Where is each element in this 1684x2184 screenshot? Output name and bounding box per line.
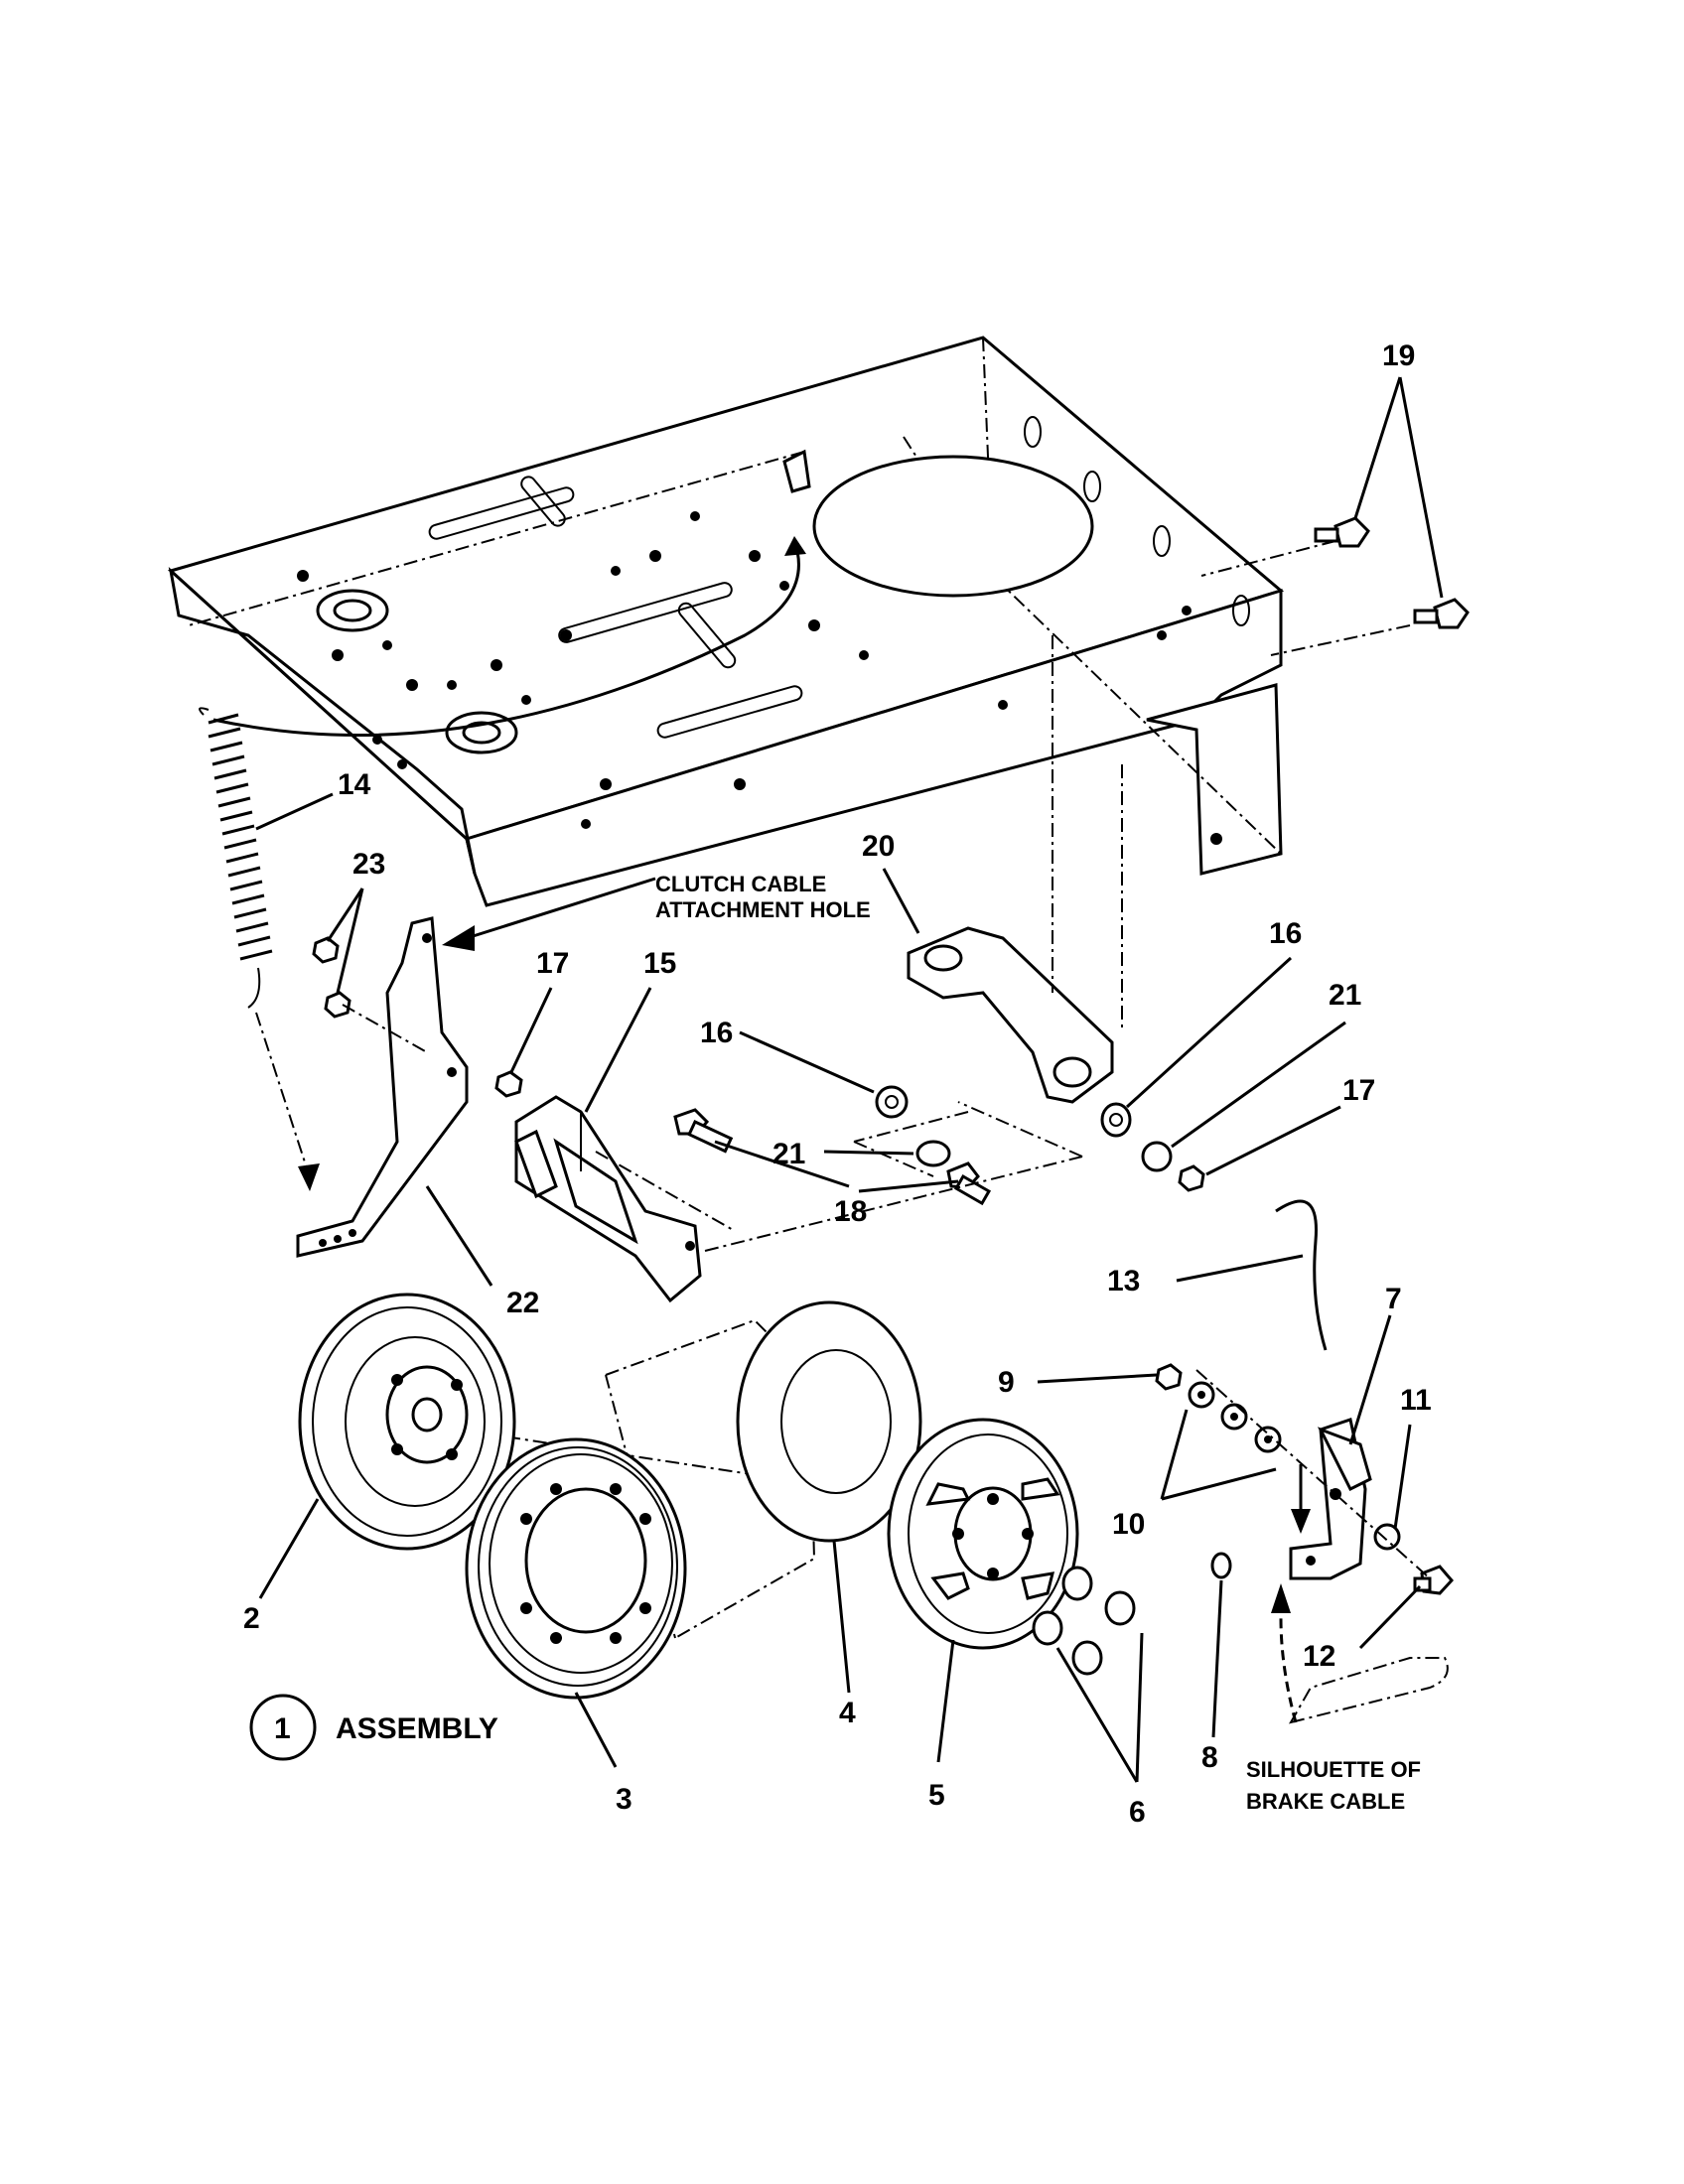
silhouette-note-line2: BRAKE CABLE — [1246, 1789, 1405, 1814]
frame — [167, 336, 1285, 907]
callout-19: 19 — [1382, 340, 1415, 372]
callout-16a: 16 — [700, 1017, 733, 1049]
assembly-circle — [249, 1694, 317, 1761]
callout-14: 14 — [338, 768, 371, 801]
callout-8: 8 — [1201, 1741, 1218, 1774]
callout-1: 1 — [274, 1712, 291, 1745]
nut-part-9 — [1155, 1363, 1183, 1391]
callout-9: 9 — [998, 1366, 1015, 1399]
callout-17a: 17 — [536, 947, 569, 980]
spring-part-14 — [199, 536, 806, 1191]
clutch-note-line2: ATTACHMENT HOLE — [655, 897, 871, 922]
callout-20: 20 — [862, 830, 895, 863]
plate-part-5 — [887, 1418, 1079, 1650]
ring-part-8 — [1210, 1552, 1232, 1579]
clutch-note-line1: CLUTCH CABLE — [655, 872, 826, 896]
spacer-part-16b — [1100, 1102, 1132, 1138]
lug-nuts-part-6 — [1032, 1566, 1136, 1676]
callout-11: 11 — [1400, 1384, 1432, 1417]
callout-23: 23 — [352, 848, 385, 881]
callout-7: 7 — [1385, 1283, 1402, 1315]
washers-part-10 — [1188, 1381, 1282, 1453]
bracket-part-15 — [514, 1095, 702, 1303]
callout-3: 3 — [616, 1783, 632, 1816]
callout-5: 5 — [928, 1779, 945, 1812]
nut-part-17a — [494, 1070, 523, 1098]
brake-drum-part-3 — [465, 1437, 687, 1700]
lever-part-22 — [296, 877, 656, 1258]
washer-part-21a — [915, 1140, 951, 1167]
spacer-part-11 — [1373, 1523, 1401, 1551]
bolts-part-19 — [1314, 516, 1470, 629]
callout-21a: 21 — [772, 1138, 805, 1170]
disc-part-4 — [736, 1300, 922, 1543]
assembly-label: ASSEMBLY — [336, 1712, 498, 1745]
bolt-part-12 — [1413, 1565, 1455, 1595]
callout-18: 18 — [834, 1195, 867, 1228]
notes: CLUTCH CABLE ATTACHMENT HOLE ASSEMBLY SI… — [336, 872, 1421, 1814]
callout-10: 10 — [1112, 1508, 1145, 1541]
callout-22: 22 — [506, 1287, 539, 1319]
callout-labels: 19 14 23 17 15 20 16 21 18 16 21 17 22 1… — [243, 340, 1432, 1829]
spacer-part-16a — [875, 1085, 909, 1119]
leader-lines — [255, 376, 1444, 1783]
callout-15: 15 — [643, 947, 676, 980]
callout-13: 13 — [1107, 1265, 1140, 1297]
washer-part-21b — [1141, 1141, 1173, 1172]
callout-21b: 21 — [1329, 979, 1361, 1012]
arm-centerline — [1195, 1369, 1431, 1579]
hub-part-2 — [298, 1293, 516, 1551]
callout-12: 12 — [1303, 1640, 1335, 1673]
callout-16b: 16 — [1269, 917, 1302, 950]
callout-4: 4 — [839, 1697, 856, 1729]
callout-17b: 17 — [1342, 1074, 1375, 1107]
silhouette-note-line1: SILHOUETTE OF — [1246, 1757, 1421, 1782]
callout-6: 6 — [1129, 1796, 1146, 1829]
brake-arm-part-7 — [1289, 1418, 1372, 1580]
callout-2: 2 — [243, 1602, 260, 1635]
brake-cable-silhouette — [1271, 1583, 1449, 1724]
bracket-part-20 — [907, 635, 1123, 1104]
cable-part-13 — [1275, 1199, 1328, 1351]
nut-part-17b — [1178, 1164, 1205, 1192]
nuts-part-23 — [312, 936, 428, 1053]
